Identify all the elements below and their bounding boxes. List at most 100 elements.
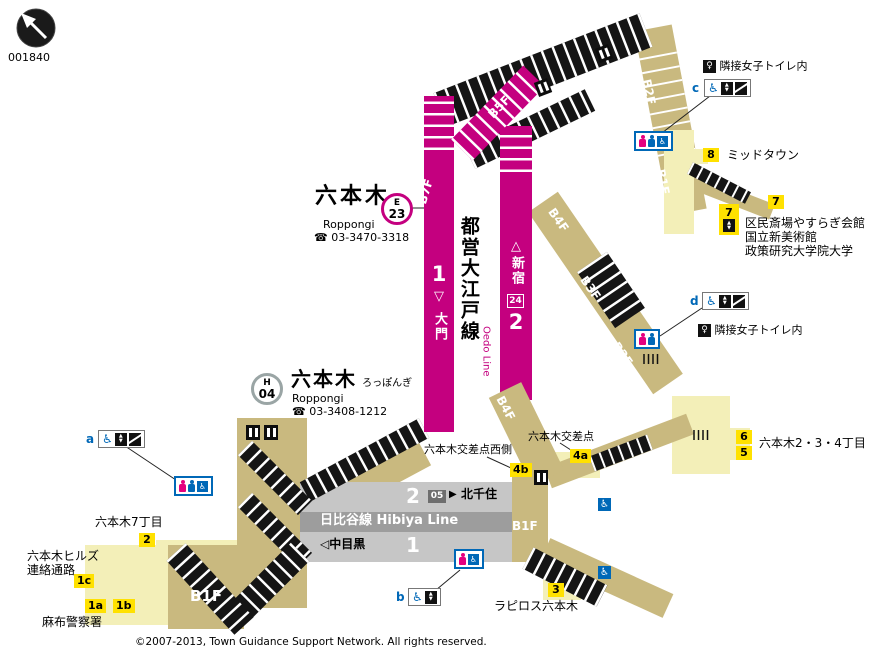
exit-1c-label-line2: 連絡通路 [27, 563, 76, 577]
exit-1a-badge: 1a [85, 599, 107, 613]
stairs-ticks [643, 354, 659, 364]
facility-box-b: ♿ ▲ ▼ [408, 588, 441, 606]
exit-3-label: ラピロス六本木 [494, 599, 579, 613]
exit-7-elevator: 7 ▲ ▼ [719, 204, 739, 235]
exit-8-badge: 8 [703, 148, 719, 162]
wheelchair-icon: ♿ [197, 480, 208, 492]
elevator-icon: ▲ ▼ [114, 432, 127, 446]
exit-7-dest-1: 区民斎場やすらぎ会館 [745, 216, 866, 230]
oedo-station-badge: E 23 [381, 193, 413, 225]
exit-1b-badge: 1b [113, 599, 135, 613]
hibiya-direction-nakameguro: ◁中目黒 [320, 537, 366, 551]
exit-2-label: 六本木7丁目 [95, 515, 163, 529]
facility-marker-b: b [396, 590, 405, 604]
hibiya-line-name: 日比谷線 Hibiya Line [320, 513, 459, 528]
exit-7-elevator-number: 7 [725, 206, 733, 219]
male-icon [188, 479, 195, 493]
wheelchair-icon: ♿ [706, 294, 717, 308]
toilet-icon: ♀ [703, 60, 716, 73]
hibiya-station-kana: ろっぽんぎ [362, 378, 413, 389]
oedo-station-romaji: Roppongi [323, 218, 375, 231]
exit-5-6-label: 六本木2・3・4丁目 [759, 436, 866, 450]
oedo-platform-2-number: 2 [508, 310, 524, 334]
compass-icon [16, 8, 56, 48]
stairs-ticks [693, 430, 709, 440]
escalator-icon [734, 81, 747, 95]
oedo-platform-1-number: 1 [431, 262, 447, 286]
wheelchair-icon: ♿ [102, 432, 113, 446]
exit-8-label: ミッドタウン [727, 148, 800, 162]
exit-1ab-label: 麻布警察署 [42, 615, 103, 629]
facility-marker-d: d [690, 294, 699, 308]
wheelchair-icon: ♿ [657, 135, 668, 147]
oedo-car-stop-badge: 24 [507, 294, 524, 308]
facility-box-d: ♿ ▲ ▼ [702, 292, 749, 310]
copyright-notice: ©2007-2013, Town Guidance Support Networ… [135, 636, 487, 648]
oedo-station-number: 23 [388, 206, 406, 221]
oedo-line-letter: E [393, 197, 401, 208]
elevator-icon: ▲ ▼ [424, 590, 437, 604]
hibiya-station-phone: ☎ 03-3408-1212 [292, 405, 388, 418]
ticket-gate-icon [534, 470, 548, 485]
male-icon [648, 332, 655, 346]
oedo-station-name: 六本木 [315, 184, 391, 209]
hibiya-station-name: 六本木 [291, 367, 357, 391]
direction-arrow-up-icon: △ [511, 239, 521, 254]
exit-4a-badge: 4a [570, 449, 592, 463]
hibiya-direction-kitasenju: 北千住 [461, 487, 498, 501]
wheelchair-icon: ♿ [468, 553, 479, 565]
elevator-icon: ▲ ▼ [720, 81, 733, 95]
facility-marker-a: a [86, 432, 95, 446]
floor-label-b1f-southwest: B1F [190, 587, 223, 605]
floor-label-b1f-hibiya: B1F [512, 519, 538, 533]
hibiya-station-badge: H 04 [251, 373, 283, 405]
wheelchair-icon: ♿ [598, 498, 611, 511]
oedo-direction-daimon: 大門 [431, 312, 447, 342]
stair-bands [166, 13, 751, 635]
map-id: 001840 [8, 51, 50, 64]
exit-3-badge: 3 [548, 583, 564, 597]
exit-6-badge: 6 [736, 430, 752, 444]
hibiya-station-number: 04 [258, 386, 276, 401]
oedo-platform-band [424, 65, 545, 432]
elevator-icon: ▲ ▼ [718, 294, 731, 308]
toilet-note-c: ♀ 隣接女子トイレ内 [703, 60, 808, 73]
female-icon [639, 332, 646, 346]
hibiya-platform-1-number: 1 [406, 533, 420, 557]
direction-arrow-down-icon: ▽ [434, 289, 444, 304]
female-icon [639, 134, 646, 148]
facility-box-a: ♿ ▲ ▼ [98, 430, 145, 448]
exit-7-badge: 7 [768, 195, 784, 209]
escalator-icon [128, 432, 141, 446]
exit-4a-label: 六本木交差点 [528, 430, 594, 443]
oedo-line-name: 都営大江戸線 [457, 216, 480, 342]
female-icon [459, 552, 466, 566]
exit-2-badge: 2 [139, 533, 155, 547]
oedo-direction-shinjuku: 新宿 [508, 256, 524, 286]
hibiya-platform-2-number: 2 [406, 484, 420, 508]
exit-4b-badge: 4b [510, 463, 532, 477]
toilet-box-b: ♿ [454, 549, 484, 569]
exit-1c-label-line1: 六本木ヒルズ [27, 549, 100, 563]
escalator-icon [732, 294, 745, 308]
exit-5-badge: 5 [736, 446, 752, 460]
oedo-station-phone: ☎ 03-3470-3318 [314, 231, 410, 244]
wheelchair-icon: ♿ [708, 81, 719, 95]
oedo-line-name-en: Oedo Line [480, 326, 492, 377]
wheelchair-icon: ♿ [598, 566, 611, 579]
female-icon [179, 479, 186, 493]
facility-marker-c: c [692, 81, 700, 95]
male-icon [648, 134, 655, 148]
ticket-gate-icon [246, 425, 260, 440]
toilet-note-d: ♀ 隣接女子トイレ内 [698, 324, 803, 337]
hibiya-station-name-row: 六本木 ろっぽんぎ [291, 368, 412, 391]
facility-box-c: ♿ ▲ ▼ [704, 79, 751, 97]
toilet-box-d [634, 329, 660, 349]
exit-7-dest-2: 国立新美術館 [745, 230, 818, 244]
direction-arrow-right-icon: ▶ [449, 489, 457, 500]
hibiya-line-letter: H [263, 377, 271, 388]
hibiya-station-romaji: Roppongi [292, 392, 344, 405]
hibiya-stop-badge: 05 [428, 490, 446, 503]
